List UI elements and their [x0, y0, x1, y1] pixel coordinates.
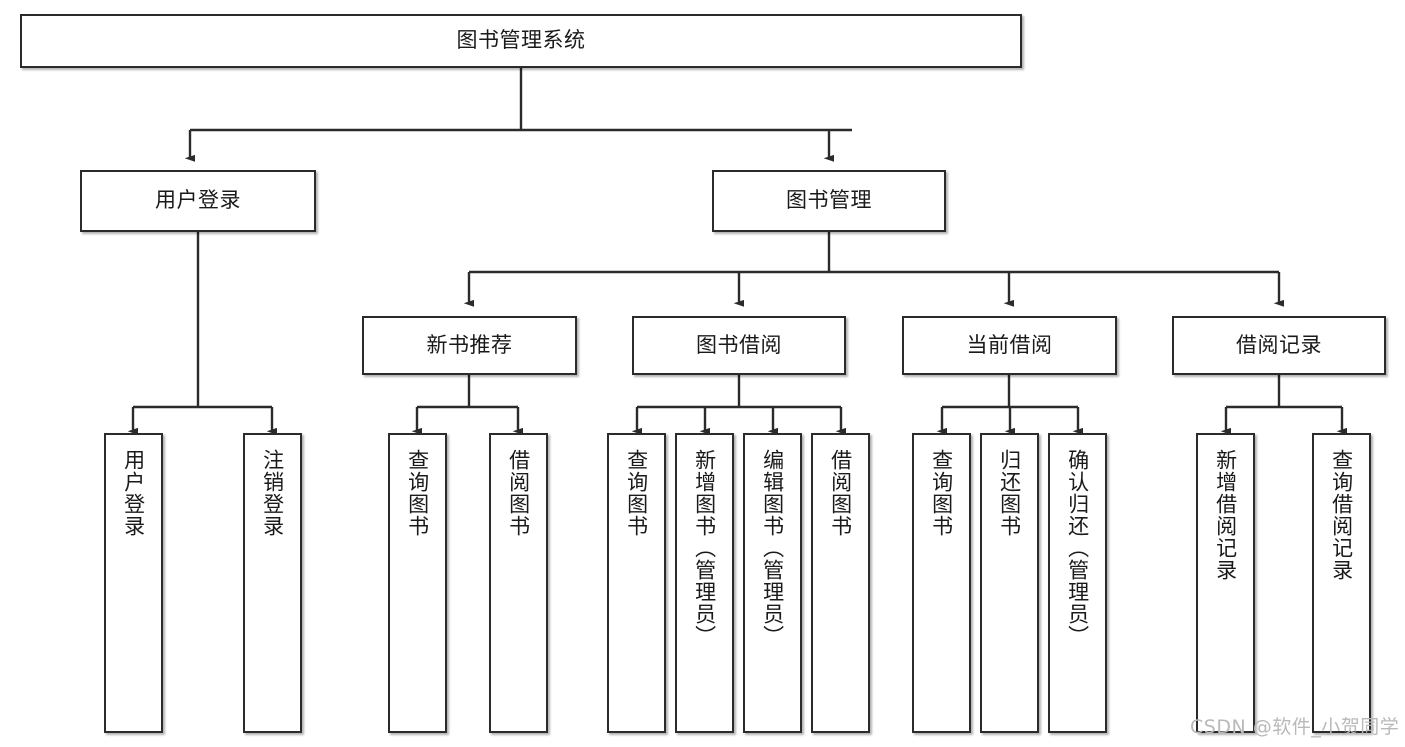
leaf-logout[interactable]: 注销登录	[243, 433, 302, 733]
leaf-borrow-book-2[interactable]: 借阅图书	[811, 433, 870, 733]
leaf-add-book[interactable]: 新增图书（管理员）	[675, 433, 734, 733]
node-user-login-label: 用户登录	[155, 188, 241, 213]
leaf-query-book-2-label: 查询图书	[624, 449, 649, 537]
leaf-confirm-return-label: 确认归还（管理员）	[1065, 449, 1090, 647]
leaf-query-book-3[interactable]: 查询图书	[912, 433, 971, 733]
node-root-label: 图书管理系统	[456, 28, 586, 53]
csdn-watermark: CSDN @软件_小贺同学	[1190, 716, 1400, 738]
node-root[interactable]: 图书管理系统	[20, 14, 1022, 68]
node-new-book-rec-label: 新书推荐	[426, 332, 513, 357]
leaf-user-login[interactable]: 用户登录	[104, 433, 163, 733]
leaf-edit-book-label: 编辑图书（管理员）	[760, 449, 785, 647]
node-user-login[interactable]: 用户登录	[80, 170, 316, 232]
leaf-add-record[interactable]: 新增借阅记录	[1196, 433, 1255, 733]
node-borrow-record-label: 借阅记录	[1236, 332, 1322, 357]
leaf-borrow-book-2-label: 借阅图书	[828, 449, 853, 537]
leaf-borrow-book-1-label: 借阅图书	[506, 449, 531, 537]
leaf-return-book-label: 归还图书	[997, 449, 1022, 537]
leaf-edit-book[interactable]: 编辑图书（管理员）	[743, 433, 802, 733]
node-new-book-rec[interactable]: 新书推荐	[362, 316, 577, 375]
leaf-confirm-return[interactable]: 确认归还（管理员）	[1048, 433, 1107, 733]
node-book-borrow[interactable]: 图书借阅	[632, 316, 846, 375]
node-borrow-record[interactable]: 借阅记录	[1172, 316, 1386, 375]
leaf-add-record-label: 新增借阅记录	[1213, 449, 1238, 581]
leaf-return-book[interactable]: 归还图书	[980, 433, 1039, 733]
leaf-logout-label: 注销登录	[260, 449, 285, 537]
leaf-user-login-label: 用户登录	[121, 449, 146, 537]
node-current-borrow-label: 当前借阅	[966, 332, 1053, 357]
leaf-add-book-label: 新增图书（管理员）	[692, 449, 717, 647]
node-current-borrow[interactable]: 当前借阅	[902, 316, 1117, 375]
node-book-borrow-label: 图书借阅	[696, 332, 782, 357]
node-book-manage-label: 图书管理	[786, 188, 872, 213]
leaf-query-record-label: 查询借阅记录	[1329, 449, 1354, 581]
leaf-query-book-1[interactable]: 查询图书	[388, 433, 447, 733]
leaf-query-book-1-label: 查询图书	[405, 449, 430, 537]
leaf-query-book-3-label: 查询图书	[929, 449, 954, 537]
leaf-query-record[interactable]: 查询借阅记录	[1312, 433, 1371, 733]
leaf-borrow-book-1[interactable]: 借阅图书	[489, 433, 548, 733]
node-book-manage[interactable]: 图书管理	[712, 170, 946, 232]
leaf-query-book-2[interactable]: 查询图书	[607, 433, 666, 733]
